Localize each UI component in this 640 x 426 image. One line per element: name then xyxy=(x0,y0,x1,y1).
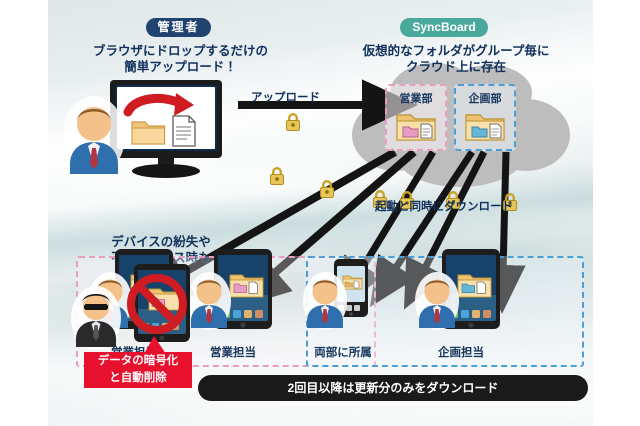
prohibition-icon xyxy=(127,274,187,334)
folder-icon xyxy=(395,110,437,142)
callout-tail xyxy=(144,336,166,354)
diagram-content-area: 管理者 SyncBoard ブラウザにドロップするだけの 簡単アップロード！ 仮… xyxy=(48,0,593,426)
person-icon xyxy=(302,271,348,331)
admin-pc-illustration xyxy=(70,78,230,183)
device-item[interactable]: 営業担当 xyxy=(187,247,276,360)
badge-syncboard: SyncBoard xyxy=(400,18,488,37)
label-upload-arrow: アップロード xyxy=(251,92,320,104)
document-icon xyxy=(172,115,196,147)
intruder-person-icon xyxy=(70,285,122,351)
device-item[interactable]: 企画担当 xyxy=(415,247,504,360)
lock-icon xyxy=(270,113,517,211)
label-download-arrow: 起動と同時にダウンロード xyxy=(375,201,513,213)
folder-icon xyxy=(131,121,166,145)
person-icon xyxy=(186,271,232,331)
lock-icons-layer xyxy=(270,113,517,211)
device-label: 両部に所属 xyxy=(314,347,372,359)
cloud-group-sales-label: 営業部 xyxy=(399,93,433,105)
callout-encryption: データの暗号化 と自動削除 xyxy=(84,352,192,388)
headline-cloud-folders: 仮想的なフォルダがグループ毎に クラウド上に存在 xyxy=(362,44,550,74)
cloud-group-sales[interactable]: 営業部 xyxy=(385,84,447,151)
lost-device-illustration xyxy=(102,262,212,357)
badge-administrator: 管理者 xyxy=(146,18,211,37)
cloud-group-planning[interactable]: 企画部 xyxy=(454,84,516,151)
device-label: 営業担当 xyxy=(210,347,256,359)
bottom-note-pill: 2回目以降は更新分のみをダウンロード xyxy=(198,375,588,401)
person-icon xyxy=(414,271,460,331)
folder-icon xyxy=(464,110,506,142)
person-icon xyxy=(62,96,126,178)
headline-upload: ブラウザにドロップするだけの 簡単アップロード！ xyxy=(92,44,268,74)
cloud-group-planning-label: 企画部 xyxy=(468,93,502,105)
device-label: 企画担当 xyxy=(438,347,484,359)
device-item[interactable]: 両部に所属 xyxy=(300,247,386,360)
